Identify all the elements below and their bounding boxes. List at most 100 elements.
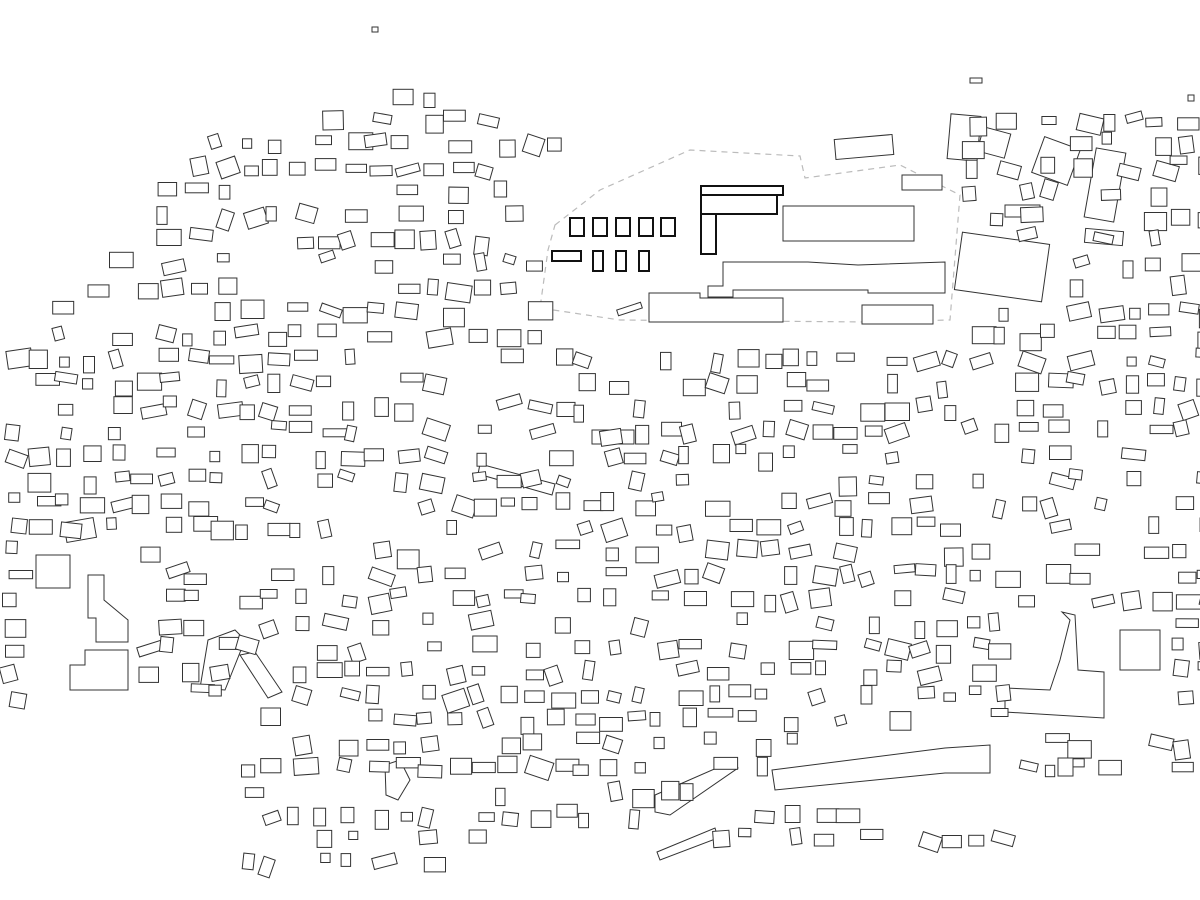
house: [1169, 155, 1188, 165]
house: [1181, 253, 1200, 272]
house: [371, 26, 379, 33]
house: [675, 659, 700, 677]
house: [609, 381, 630, 395]
house: [1057, 757, 1074, 777]
house: [935, 644, 952, 664]
house: [1149, 326, 1172, 338]
house: [158, 618, 183, 636]
house: [1092, 231, 1115, 246]
house: [738, 827, 752, 838]
house: [1118, 324, 1137, 340]
house: [238, 353, 264, 375]
house: [555, 539, 581, 550]
house: [5, 644, 25, 658]
highlighted-building: [638, 217, 654, 237]
house: [109, 251, 134, 269]
house: [394, 301, 420, 321]
house: [1197, 661, 1200, 671]
house: [214, 302, 231, 322]
house: [555, 492, 571, 510]
house: [367, 592, 393, 616]
house: [1148, 229, 1162, 247]
house: [261, 809, 282, 827]
house: [443, 109, 466, 122]
house: [83, 476, 97, 495]
house: [60, 426, 73, 441]
house: [472, 635, 498, 653]
house: [372, 111, 393, 125]
house: [1177, 117, 1200, 131]
house: [87, 284, 110, 298]
house: [215, 208, 236, 232]
house: [961, 141, 985, 160]
house: [788, 640, 815, 660]
house: [737, 710, 757, 722]
house: [366, 301, 385, 314]
house: [834, 714, 848, 727]
house: [8, 570, 34, 580]
house: [208, 355, 235, 365]
house: [209, 663, 231, 682]
house: [398, 205, 424, 222]
house: [623, 452, 647, 465]
house: [183, 573, 207, 586]
house: [1125, 400, 1142, 415]
house: [1019, 206, 1044, 224]
house: [713, 756, 739, 770]
house: [916, 516, 936, 527]
house: [661, 780, 680, 801]
house: [808, 587, 833, 609]
house: [1065, 370, 1086, 386]
house: [1072, 254, 1091, 269]
large-building: [35, 554, 71, 589]
house: [1143, 546, 1170, 559]
house: [505, 205, 524, 222]
house: [389, 586, 408, 600]
house: [400, 372, 424, 383]
house: [661, 421, 682, 437]
house: [156, 206, 168, 225]
house: [786, 732, 798, 745]
house: [476, 113, 501, 129]
large-building: [1119, 629, 1161, 671]
house: [473, 252, 488, 272]
house: [1143, 212, 1168, 232]
house: [960, 417, 979, 435]
house: [423, 445, 449, 465]
house: [812, 639, 838, 651]
house: [917, 831, 943, 854]
house: [82, 378, 94, 390]
house: [1125, 375, 1140, 394]
house: [418, 829, 439, 846]
house: [8, 691, 28, 710]
house: [363, 132, 388, 149]
house: [322, 566, 335, 586]
house: [392, 88, 414, 106]
house: [519, 469, 543, 489]
house: [239, 404, 255, 421]
house: [528, 422, 557, 441]
house: [860, 828, 884, 841]
house: [1197, 212, 1200, 229]
house: [1100, 188, 1122, 201]
house: [314, 158, 337, 171]
house: [965, 159, 978, 179]
house: [341, 594, 358, 609]
house: [499, 139, 516, 158]
house: [756, 519, 782, 536]
house: [1098, 759, 1122, 776]
house: [417, 764, 443, 779]
house: [315, 451, 326, 470]
house: [790, 662, 812, 675]
house: [191, 282, 208, 295]
complex-building: [1004, 611, 1105, 719]
house: [1019, 333, 1042, 352]
house: [1016, 225, 1039, 243]
house: [765, 353, 783, 369]
house: [730, 591, 755, 608]
house: [216, 379, 227, 398]
house: [581, 659, 596, 681]
house: [1195, 347, 1200, 359]
house: [400, 661, 414, 677]
house: [444, 282, 473, 304]
